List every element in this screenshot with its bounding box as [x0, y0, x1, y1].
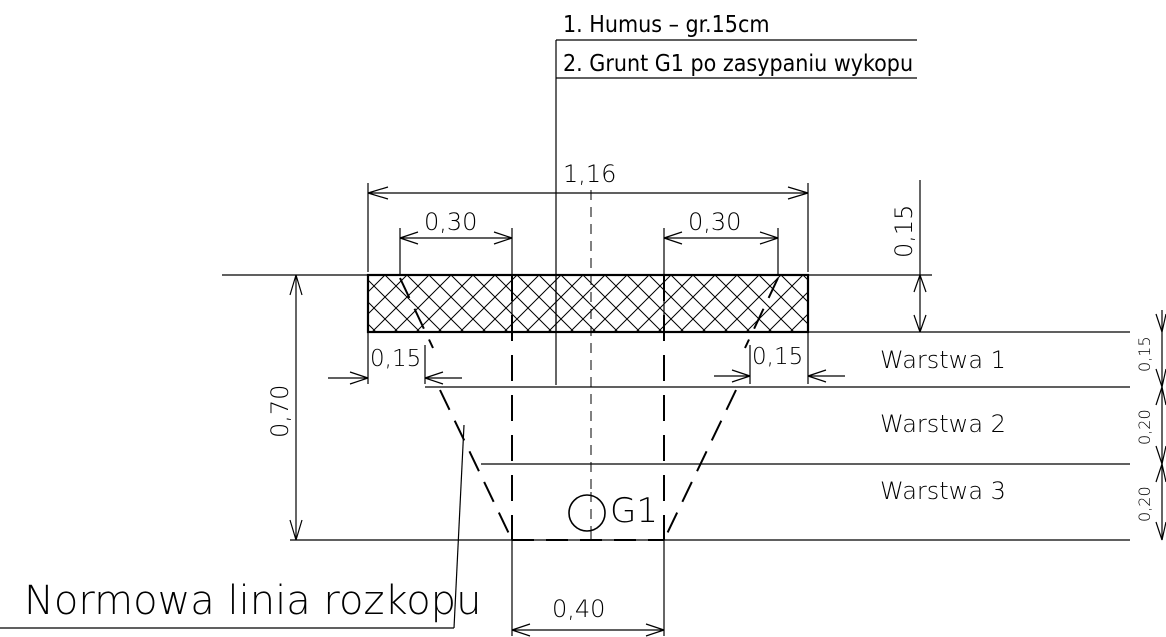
dim-left-slope: 0,15 — [328, 332, 462, 385]
layer-thickness-chain: 0,15 0,20 0,20 — [1135, 310, 1166, 541]
dim-humus-thickness-label: 0,15 — [890, 205, 918, 258]
dim-top-width-label: 1,16 — [563, 160, 616, 188]
layer-lines — [222, 274, 1130, 541]
dim-right-offset: 0,30 — [663, 208, 779, 275]
dim-total-depth-label: 0,70 — [266, 385, 294, 438]
callout-item-2: 2. Grunt G1 po zasypaniu wykopu — [563, 51, 913, 77]
dim-left-offset-label: 0,30 — [424, 208, 477, 236]
dim-right-slope: 0,15 — [714, 332, 845, 384]
trench-outline — [399, 275, 779, 541]
layer-1-thickness: 0,15 — [1135, 336, 1154, 372]
layer-3-thickness: 0,20 — [1135, 486, 1154, 522]
dim-bottom-width-label: 0,40 — [552, 595, 605, 623]
normative-line-callout: Normowa linia rozkopu — [0, 424, 481, 629]
layer-2-label: Warstwa 2 — [880, 410, 1006, 438]
dim-left-offset: 0,30 — [399, 208, 513, 275]
layer-2-thickness: 0,20 — [1135, 409, 1154, 445]
callout-item-1: 1. Humus – gr.15cm — [563, 12, 769, 38]
callout-leader: 1. Humus – gr.15cm 2. Grunt G1 po zasypa… — [555, 12, 917, 385]
dim-left-slope-label: 0,15 — [370, 346, 421, 372]
dim-total-depth: 0,70 — [266, 274, 303, 541]
dim-right-slope-label: 0,15 — [752, 344, 803, 370]
pipe-g1: G1 — [568, 491, 658, 535]
dim-bottom-width: 0,40 — [511, 540, 665, 637]
normative-line-label: Normowa linia rozkopu — [24, 578, 481, 624]
dim-humus-thickness: 0,15 — [890, 180, 927, 333]
layer-1-label: Warstwa 1 — [880, 346, 1006, 374]
pipe-label: G1 — [610, 491, 658, 531]
humus-layer — [366, 273, 810, 334]
dim-right-offset-label: 0,30 — [688, 208, 741, 236]
layer-3-label: Warstwa 3 — [880, 477, 1006, 505]
dim-top-width: 1,16 — [367, 160, 809, 272]
